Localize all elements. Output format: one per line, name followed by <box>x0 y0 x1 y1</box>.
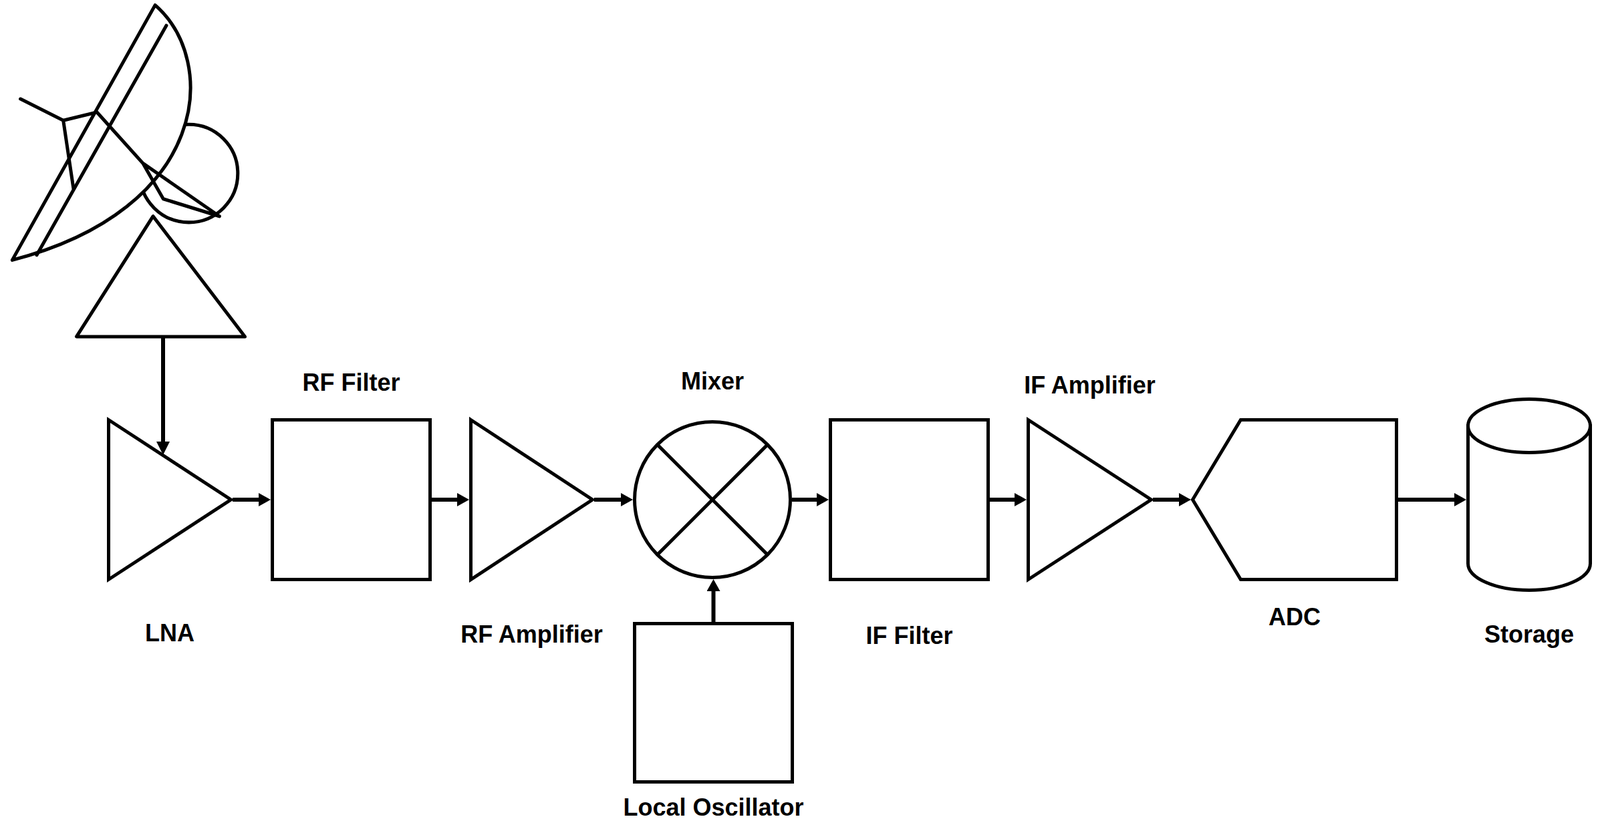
filter-box: IF Filter <box>828 418 990 582</box>
component-label: IF Filter <box>864 624 954 649</box>
component-label: Storage <box>1483 622 1576 647</box>
component-label: ADC <box>1267 605 1322 630</box>
dish-struts <box>20 98 220 217</box>
signal-arrow <box>1152 497 1179 502</box>
component-label: IF Amplifier <box>1022 373 1157 398</box>
amplifier-triangle: LNA <box>106 418 233 582</box>
adc-block: ADC <box>1190 418 1399 582</box>
component-label: Local Oscillator <box>621 795 805 821</box>
component-label: RF Amplifier <box>459 622 605 647</box>
feed-line <box>161 336 166 442</box>
signal-arrow <box>431 497 458 502</box>
component-label: LNA <box>143 621 196 646</box>
signal-arrow <box>989 497 1015 502</box>
mixer-circle: Mixer <box>632 420 792 580</box>
shape-outline <box>632 420 792 580</box>
shape-outline <box>469 418 595 582</box>
signal-arrow <box>1398 497 1455 502</box>
storage-cylinder: Storage <box>1466 397 1592 593</box>
signal-arrow <box>232 497 259 502</box>
shape-outline <box>106 418 233 582</box>
signal-arrow <box>791 497 817 502</box>
antenna-base <box>76 216 246 337</box>
dish-reflector <box>12 5 191 261</box>
dish-rim <box>36 25 167 256</box>
filter-box: RF Filter <box>270 418 432 582</box>
signal-arrow <box>711 591 716 623</box>
amplifier-triangle: RF Amplifier <box>469 418 595 582</box>
shape-outline <box>632 622 794 784</box>
shape-outline <box>828 418 990 582</box>
shape-outline <box>1190 418 1399 582</box>
oscillator-box: Local Oscillator <box>632 622 794 784</box>
amplifier-triangle: IF Amplifier <box>1026 418 1153 582</box>
shape-outline <box>1466 397 1592 593</box>
shape-outline <box>270 418 432 582</box>
component-label: RF Filter <box>300 370 402 395</box>
component-label: Mixer <box>679 369 746 394</box>
signal-arrow <box>594 497 621 502</box>
shape-outline <box>1026 418 1153 582</box>
